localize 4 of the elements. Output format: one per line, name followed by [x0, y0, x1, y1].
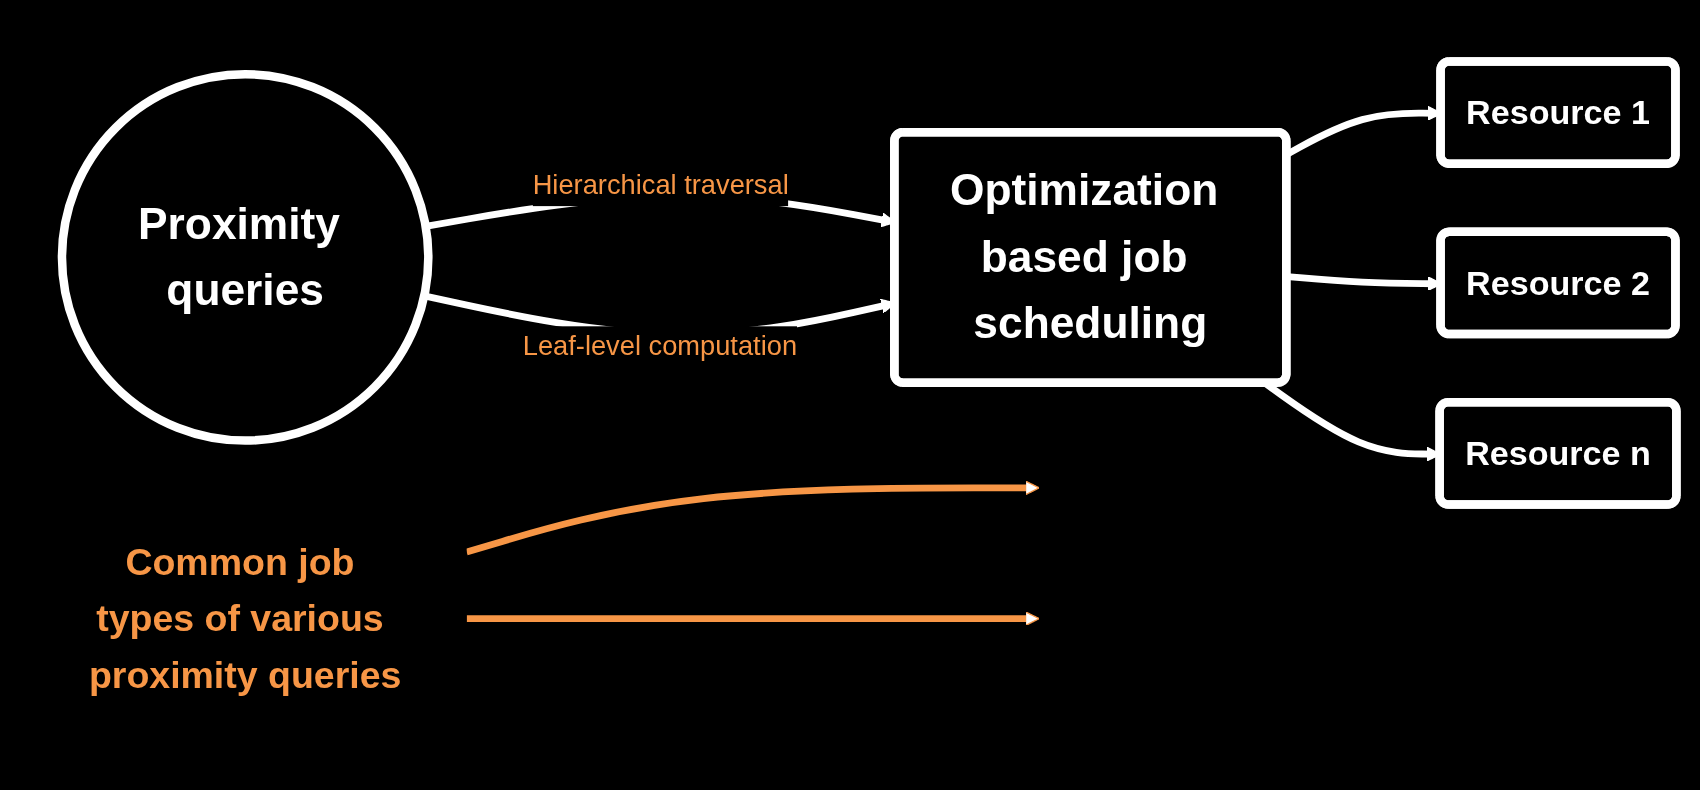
arrow: [465, 480, 1040, 556]
arrow: [466, 611, 1040, 627]
node-text: Common job types of various proximity queries: [88, 541, 402, 697]
node-circle: Proximity queries: [57, 69, 433, 445]
